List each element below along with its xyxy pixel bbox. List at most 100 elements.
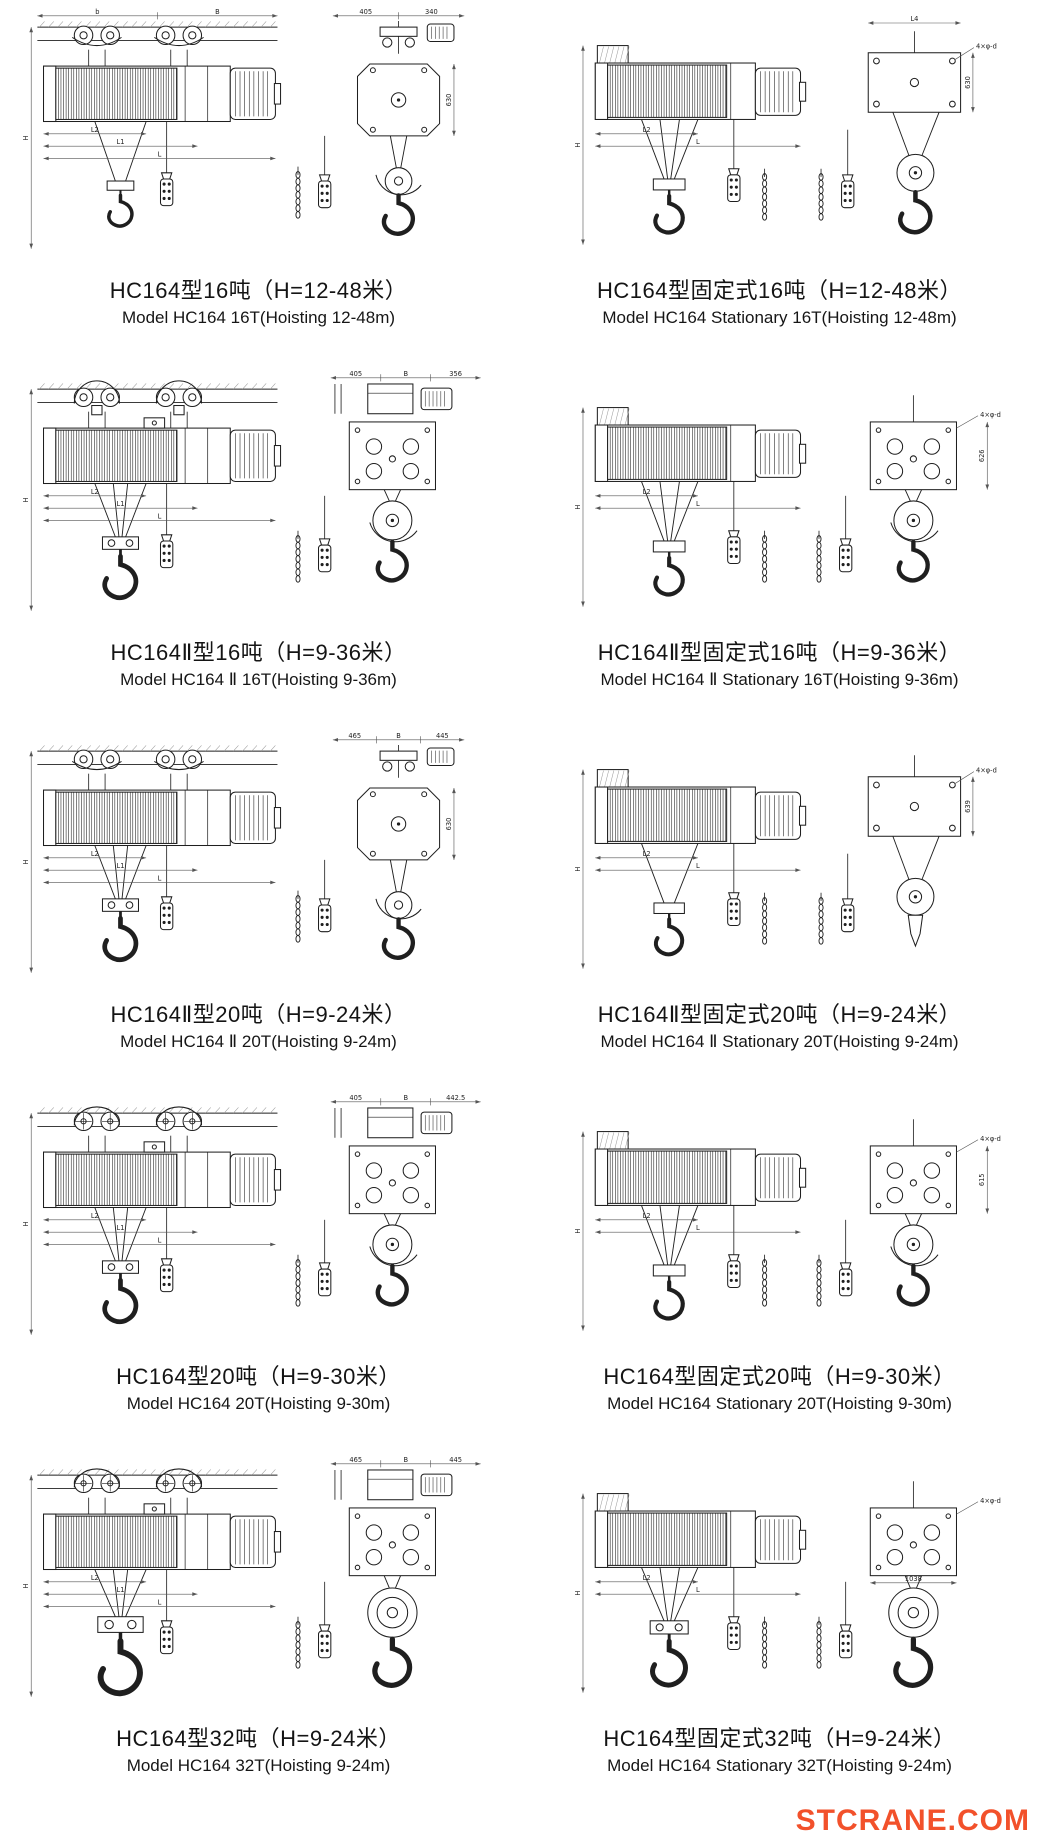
caption-chinese: HC164Ⅱ型固定式20吨（H=9-24米）: [597, 1002, 962, 1027]
hoist-drawing: L2L1LH465B445: [23, 1454, 495, 1724]
caption-chinese: HC164型16吨（H=12-48米）: [109, 278, 408, 303]
svg-text:H: H: [23, 497, 30, 502]
caption-chinese: HC164型固定式16吨（H=12-48米）: [597, 278, 962, 303]
svg-text:H: H: [23, 1221, 30, 1226]
svg-text:B: B: [396, 732, 401, 740]
technical-drawing-svg: L2L1LH405B356: [23, 370, 481, 611]
technical-drawing-svg: L2L H 4×φ-d 639: [573, 755, 996, 969]
caption-english: Model HC164 Stationary 16T(Hoisting 12-4…: [602, 308, 957, 327]
svg-text:b: b: [95, 8, 99, 16]
svg-text:639: 639: [963, 800, 971, 813]
figure-caption: HC164型16吨（H=12-48米） Model HC164 16T(Hois…: [6, 276, 511, 330]
figure-caption: HC164型20吨（H=9-30米） Model HC164 20T(Hoist…: [6, 1362, 511, 1416]
svg-text:405: 405: [349, 370, 362, 378]
svg-text:L2: L2: [642, 488, 650, 496]
figure-caption: HC164型固定式16吨（H=12-48米） Model HC164 Stati…: [527, 276, 1032, 330]
caption-english: Model HC164 16T(Hoisting 12-48m): [121, 308, 396, 327]
svg-text:626: 626: [978, 449, 986, 462]
technical-drawing-svg: L2L1LH405B442.5: [23, 1094, 481, 1335]
svg-text:L2: L2: [642, 126, 650, 134]
figure-caption: HC164Ⅱ型16吨（H=9-36米） Model HC164 Ⅱ 16T(Ho…: [6, 638, 511, 692]
drawing-row: L2L1LH405B356 HC164Ⅱ型16吨（H=9-36米） Model …: [0, 368, 1038, 730]
figure-caption: HC164型32吨（H=9-24米） Model HC164 32T(Hoist…: [6, 1724, 511, 1778]
svg-text:4×φ-d: 4×φ-d: [975, 767, 996, 775]
svg-text:L1: L1: [116, 1224, 124, 1232]
hoist-drawing: bBL2L1LH405340630: [23, 6, 495, 276]
hoist-figure: bBL2L1LH405340630 HC164型16吨（H=12-48米） Mo…: [6, 6, 511, 368]
hoist-figure: L2L1LH465B445 HC164型32吨（H=9-24米） Model H…: [6, 1454, 511, 1816]
hoist-figure: L2L1LH405B356 HC164Ⅱ型16吨（H=9-36米） Model …: [6, 368, 511, 730]
svg-text:B: B: [403, 1094, 408, 1102]
svg-text:L1: L1: [116, 1586, 124, 1594]
hoist-drawing: L2L1LH405B356: [23, 368, 495, 638]
svg-text:4×φ-d: 4×φ-d: [975, 43, 996, 51]
technical-drawing-svg: L2L H 4×φ-d 626: [573, 395, 1001, 607]
drawing-row: bBL2L1LH405340630 HC164型16吨（H=12-48米） Mo…: [0, 6, 1038, 368]
svg-text:L: L: [157, 874, 161, 882]
svg-text:442.5: 442.5: [446, 1094, 465, 1102]
svg-text:H: H: [23, 859, 30, 864]
svg-text:L: L: [696, 1586, 700, 1594]
caption-english: Model HC164 20T(Hoisting 9-30m): [126, 1394, 391, 1413]
caption-chinese: HC164Ⅱ型20吨（H=9-24米）: [110, 1002, 407, 1027]
svg-text:L2: L2: [90, 126, 98, 134]
svg-text:L: L: [696, 862, 700, 870]
svg-text:L2: L2: [642, 850, 650, 858]
svg-text:630: 630: [444, 94, 452, 107]
svg-text:340: 340: [425, 8, 438, 16]
caption-english: Model HC164 Ⅱ Stationary 20T(Hoisting 9-…: [600, 1032, 959, 1051]
hoist-drawing: L2L1LH405B442.5: [23, 1092, 495, 1362]
caption-english: Model HC164 32T(Hoisting 9-24m): [126, 1756, 391, 1775]
technical-drawing-svg: bBL2L1LH405340630: [23, 8, 464, 249]
svg-text:B: B: [403, 1456, 408, 1464]
svg-text:445: 445: [449, 1456, 462, 1464]
hoist-figure: L2L1LH465B445630 HC164Ⅱ型20吨（H=9-24米） Mod…: [6, 730, 511, 1092]
svg-text:H: H: [573, 1591, 581, 1596]
svg-text:L2: L2: [90, 1574, 98, 1582]
svg-text:L: L: [157, 150, 161, 158]
svg-text:H: H: [573, 867, 581, 872]
svg-text:465: 465: [349, 1456, 362, 1464]
svg-text:L: L: [696, 500, 700, 508]
svg-text:H: H: [573, 505, 581, 510]
caption-english: Model HC164 Stationary 32T(Hoisting 9-24…: [607, 1756, 952, 1775]
caption-english: Model HC164 Ⅱ 20T(Hoisting 9-24m): [120, 1032, 397, 1051]
caption-chinese: HC164型固定式32吨（H=9-24米）: [603, 1726, 956, 1751]
svg-text:L2: L2: [642, 1212, 650, 1220]
svg-text:4×φ-d: 4×φ-d: [980, 1497, 1001, 1505]
svg-text:405: 405: [359, 8, 372, 16]
drawing-row: L2L1LH465B445630 HC164Ⅱ型20吨（H=9-24米） Mod…: [0, 730, 1038, 1092]
svg-text:465: 465: [348, 732, 361, 740]
svg-text:L2: L2: [90, 1212, 98, 1220]
svg-text:445: 445: [435, 732, 448, 740]
svg-text:4×φ-d: 4×φ-d: [980, 411, 1001, 419]
drawing-row: L2L1LH405B442.5 HC164型20吨（H=9-30米） Model…: [0, 1092, 1038, 1454]
figure-caption: HC164型固定式32吨（H=9-24米） Model HC164 Statio…: [527, 1724, 1032, 1778]
caption-chinese: HC164型32吨（H=9-24米）: [116, 1726, 401, 1751]
caption-chinese: HC164Ⅱ型16吨（H=9-36米）: [110, 640, 407, 665]
svg-text:L: L: [157, 1236, 161, 1244]
caption-english: Model HC164 Ⅱ Stationary 16T(Hoisting 9-…: [600, 670, 959, 689]
site-watermark: STCRANE.COM: [795, 1804, 1030, 1837]
figure-caption: HC164Ⅱ型固定式16吨（H=9-36米） Model HC164 Ⅱ Sta…: [527, 638, 1032, 692]
technical-drawing-svg: L2L1LH465B445: [23, 1456, 481, 1697]
hoist-figure: L2L1LH405B442.5 HC164型20吨（H=9-30米） Model…: [6, 1092, 511, 1454]
svg-text:L1: L1: [116, 138, 124, 146]
svg-text:615: 615: [978, 1173, 986, 1186]
svg-text:1038: 1038: [904, 1575, 921, 1583]
svg-text:L2: L2: [642, 1574, 650, 1582]
figure-caption: HC164型固定式20吨（H=9-30米） Model HC164 Statio…: [527, 1362, 1032, 1416]
